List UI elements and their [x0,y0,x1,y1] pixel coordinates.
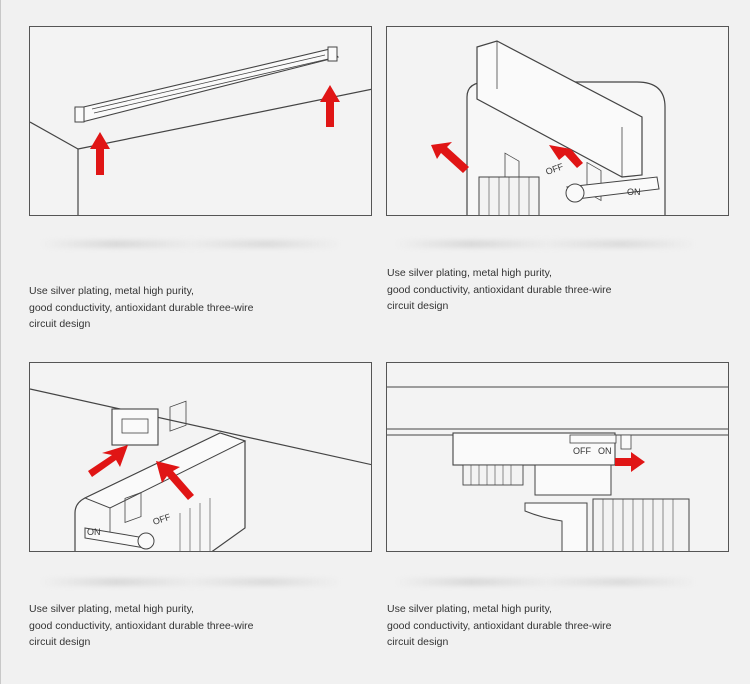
caption-line: Use silver plating, metal high purity, [387,267,552,279]
diagonal-arrow-icon [549,145,583,168]
illustration-adapter-switch: OFF ON [386,26,729,216]
track-rail-drawing [30,46,371,215]
illustration-side-view: OFF ON [386,362,729,552]
caption-line: good conductivity, antioxidant durable t… [29,619,254,632]
adapter-insert-drawing: ON OFF [30,388,371,551]
caption-line: Use silver plating, metal high purity, [29,603,194,615]
switch-off-label: OFF [573,446,591,456]
illustration-adapter-insert: ON OFF [29,362,372,552]
diagonal-arrow-icon [431,142,469,173]
switch-on-label: ON [87,527,101,537]
side-view-drawing: OFF ON [387,386,728,551]
up-arrow-icon [320,85,340,127]
illustration-track-rail [29,26,372,216]
right-arrow-icon [615,452,645,472]
caption-line: good conductivity, antioxidant durable t… [387,283,612,296]
caption-line: good conductivity, antioxidant durable t… [29,301,254,314]
up-arrow-icon [90,132,110,175]
caption-adapter-switch: Use silver plating, metal high purity, g… [387,265,687,315]
caption-adapter-insert: Use silver plating, metal high purity, g… [29,601,329,651]
diagonal-arrow-icon [88,445,128,477]
caption-side-view: Use silver plating, metal high purity, g… [387,601,687,651]
diagonal-arrow-icon [156,461,194,500]
caption-line: circuit design [387,636,449,648]
adapter-switch-drawing: OFF ON [431,40,666,215]
switch-on-label: ON [598,446,612,456]
caption-line: circuit design [387,300,449,312]
caption-line: circuit design [29,318,91,330]
switch-on-label: ON [627,187,641,197]
caption-line: Use silver plating, metal high purity, [29,285,194,297]
caption-track-rail: Use silver plating, metal high purity, g… [29,283,329,333]
caption-line: circuit design [29,636,91,648]
caption-line: Use silver plating, metal high purity, [387,603,552,615]
caption-line: good conductivity, antioxidant durable t… [387,619,612,632]
